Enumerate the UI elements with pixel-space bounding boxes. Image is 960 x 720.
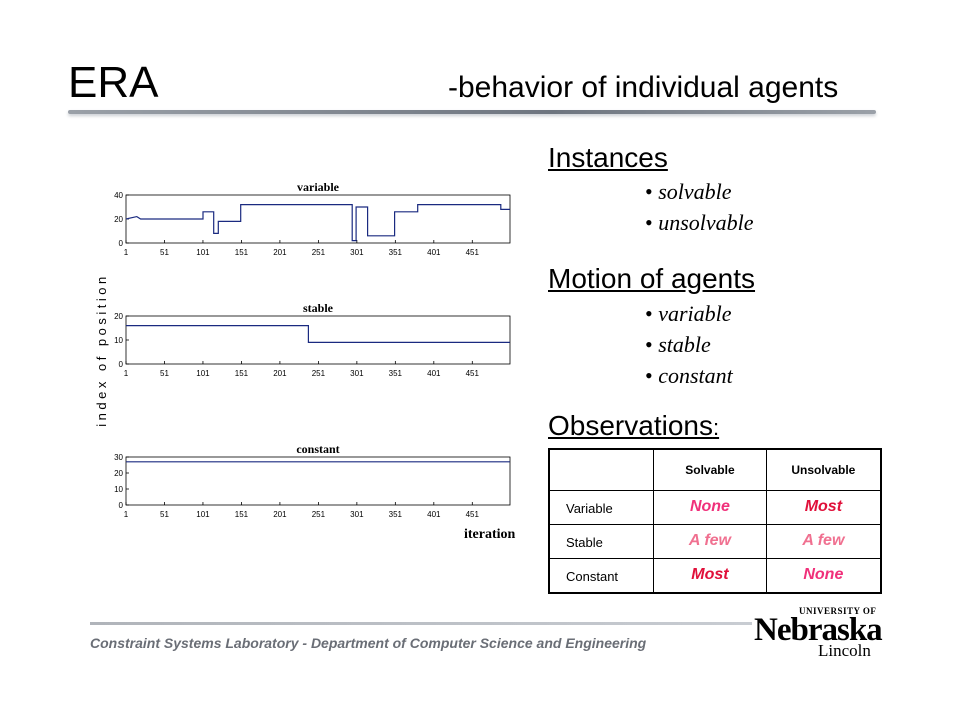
table-row-label: Constant [548,557,655,594]
y-tick-label: 0 [119,360,124,369]
x-tick-label: 401 [427,248,441,257]
y-tick-label: 20 [114,469,123,478]
x-tick-label: 1 [124,248,129,257]
series-line [126,325,510,343]
x-tick-label: 251 [312,248,326,257]
x-tick-label: 101 [196,510,210,519]
x-tick-label: 51 [160,510,169,519]
motion-item: variable [645,298,733,329]
x-tick-label: 101 [196,369,210,378]
chart-title: variable [297,180,340,194]
observations-heading-text: Observations [548,410,713,441]
motion-item: constant [645,360,733,391]
x-tick-label: 301 [350,510,364,519]
x-axis-label: iteration [464,527,516,542]
table-cell: Most [653,557,767,594]
motion-list: variable stable constant [645,298,733,391]
y-tick-label: 20 [114,215,123,224]
table-cell: None [765,557,882,594]
chart-axes [125,315,511,365]
slide-title: ERA [68,58,159,107]
logo-lincoln-text: Lincoln [818,641,871,660]
footer-divider [90,622,752,625]
table-header-cell [548,448,655,491]
logo-nebraska-text: Nebraska [754,612,883,648]
instances-list: solvable unsolvable [645,176,754,238]
x-tick-label: 401 [427,369,441,378]
x-tick-label: 401 [427,510,441,519]
motion-item: stable [645,329,733,360]
table-row: Constant Most None [548,557,882,594]
x-tick-label: 1 [124,510,129,519]
table-row: Stable A few A few [548,523,882,559]
x-tick-label: 251 [312,369,326,378]
observations-heading: Observations: [548,410,719,444]
x-tick-label: 151 [235,369,249,378]
x-tick-label: 451 [466,369,480,378]
x-tick-label: 351 [389,248,403,257]
y-tick-label: 40 [114,191,123,200]
x-tick-label: 451 [466,510,480,519]
observations-colon: : [712,415,720,440]
x-tick-label: 1 [124,369,129,378]
slide-subtitle: -behavior of individual agents [448,71,839,104]
x-tick-label: 351 [389,510,403,519]
table-row-label: Variable [548,490,655,525]
chart-title: constant [296,442,339,456]
x-tick-label: 201 [273,248,287,257]
footer-text: Constraint Systems Laboratory - Departme… [90,635,647,651]
motion-heading: Motion of agents [548,263,756,294]
y-tick-label: 0 [119,501,124,510]
table-cell: Most [765,490,882,525]
table-row-label: Stable [548,523,655,559]
x-tick-label: 51 [160,369,169,378]
x-tick-label: 201 [273,510,287,519]
y-tick-label: 30 [114,453,123,462]
table-cell: None [653,490,767,525]
x-tick-label: 451 [466,248,480,257]
y-tick-label: 20 [114,312,123,321]
table-header-cell: Solvable [653,448,767,491]
table-cell: A few [765,523,882,559]
title-underline [68,110,876,114]
x-tick-label: 301 [350,369,364,378]
x-tick-label: 51 [160,248,169,257]
x-tick-label: 251 [312,510,326,519]
x-tick-label: 351 [389,369,403,378]
logo-university-text: UNIVERSITY OF [799,606,877,616]
observations-table: Solvable Unsolvable Variable None Most S… [548,448,882,594]
table-row: Variable None Most [548,490,882,525]
x-tick-label: 151 [235,510,249,519]
series-line [125,204,510,242]
x-tick-label: 101 [196,248,210,257]
x-tick-label: 201 [273,369,287,378]
instances-item: unsolvable [645,207,753,238]
instances-heading: Instances [548,142,668,173]
chart-axes [125,456,511,506]
table-header-cell: Unsolvable [765,448,882,491]
chart-title: stable [303,301,334,315]
x-tick-label: 301 [350,248,364,257]
table-header-row: Solvable Unsolvable [548,448,882,491]
y-tick-label: 10 [114,336,123,345]
instances-item: solvable [645,176,754,207]
y-tick-label: 0 [119,239,124,248]
x-tick-label: 151 [235,248,249,257]
y-tick-label: 10 [114,485,123,494]
y-axis-label: index of position [94,273,109,426]
table-cell: A few [653,523,767,559]
